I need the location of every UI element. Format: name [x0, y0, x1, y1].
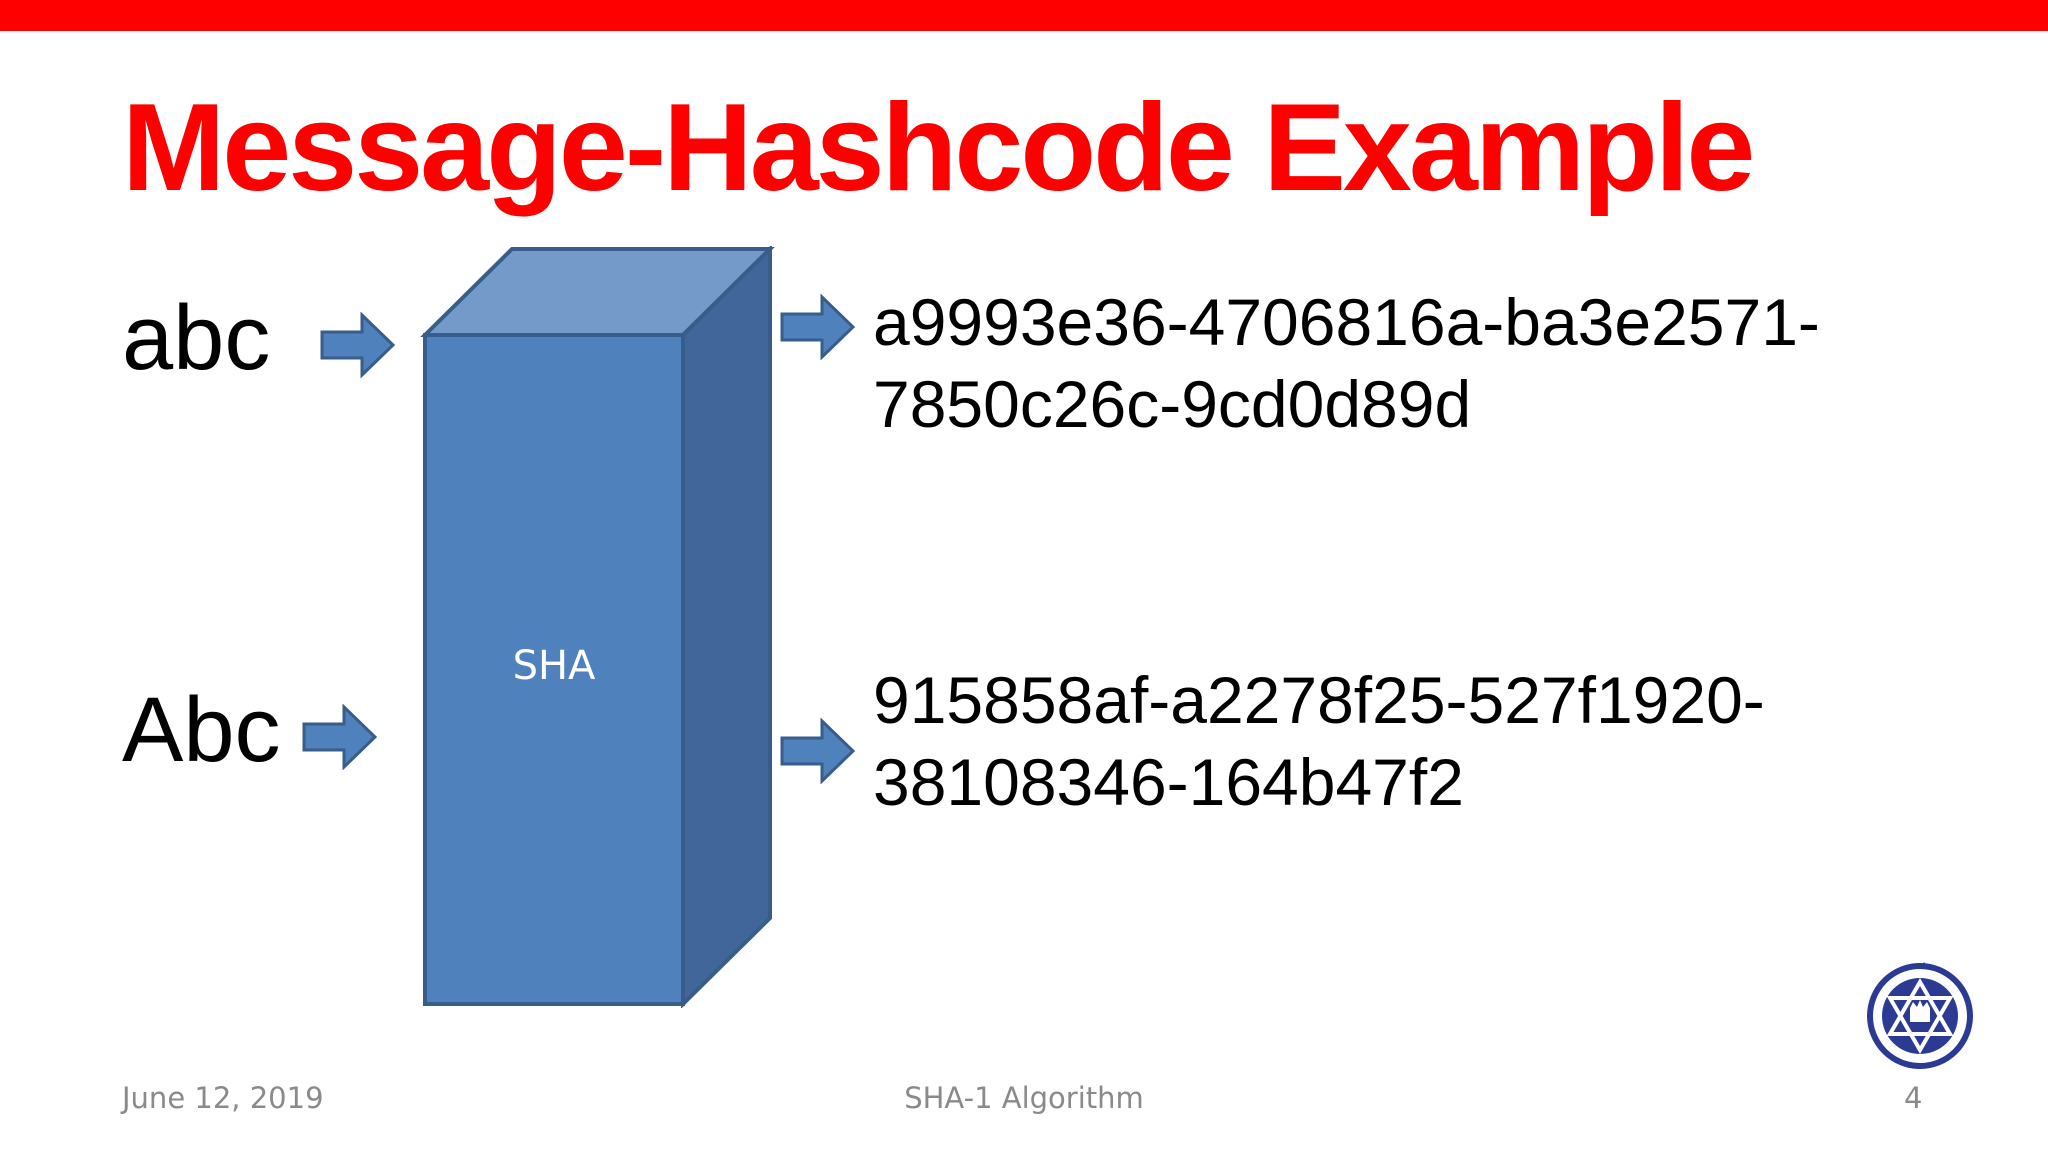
footer-title: SHA-1 Algorithm: [904, 1081, 1144, 1115]
page-number: 4: [1904, 1081, 1923, 1115]
right-arrow-icon: [780, 294, 856, 360]
sha-hash-function-box: [420, 246, 775, 1008]
right-arrow-icon: [302, 704, 378, 770]
hashcode-output-1-line-2: 7850c26c-9cd0d89d: [873, 367, 1472, 441]
sha-box-side-face: [681, 246, 772, 1008]
slide-title: Message-Hashcode Example: [122, 79, 1755, 217]
hashcode-output-2-line-1: 915858af-a2278f25-527f1920-: [873, 663, 1765, 737]
sha-label: SHA: [512, 643, 596, 689]
right-arrow-icon: [780, 718, 856, 784]
hashcode-output-2: 915858af-a2278f25-527f1920- 38108346-164…: [873, 659, 1765, 823]
college-logo-icon: [1867, 962, 1973, 1069]
footer-date: June 12, 2019: [122, 1081, 324, 1115]
input-message-1: abc: [122, 287, 271, 389]
top-accent-bar: [0, 0, 2048, 31]
hashcode-output-2-line-2: 38108346-164b47f2: [873, 745, 1464, 819]
sha-box-front-face: [423, 333, 685, 1006]
right-arrow-icon: [320, 312, 396, 378]
hashcode-output-1-line-1: a9993e36-4706816a-ba3e2571-: [873, 285, 1820, 359]
input-message-2: Abc: [122, 679, 281, 781]
hashcode-output-1: a9993e36-4706816a-ba3e2571- 7850c26c-9cd…: [873, 281, 1820, 445]
